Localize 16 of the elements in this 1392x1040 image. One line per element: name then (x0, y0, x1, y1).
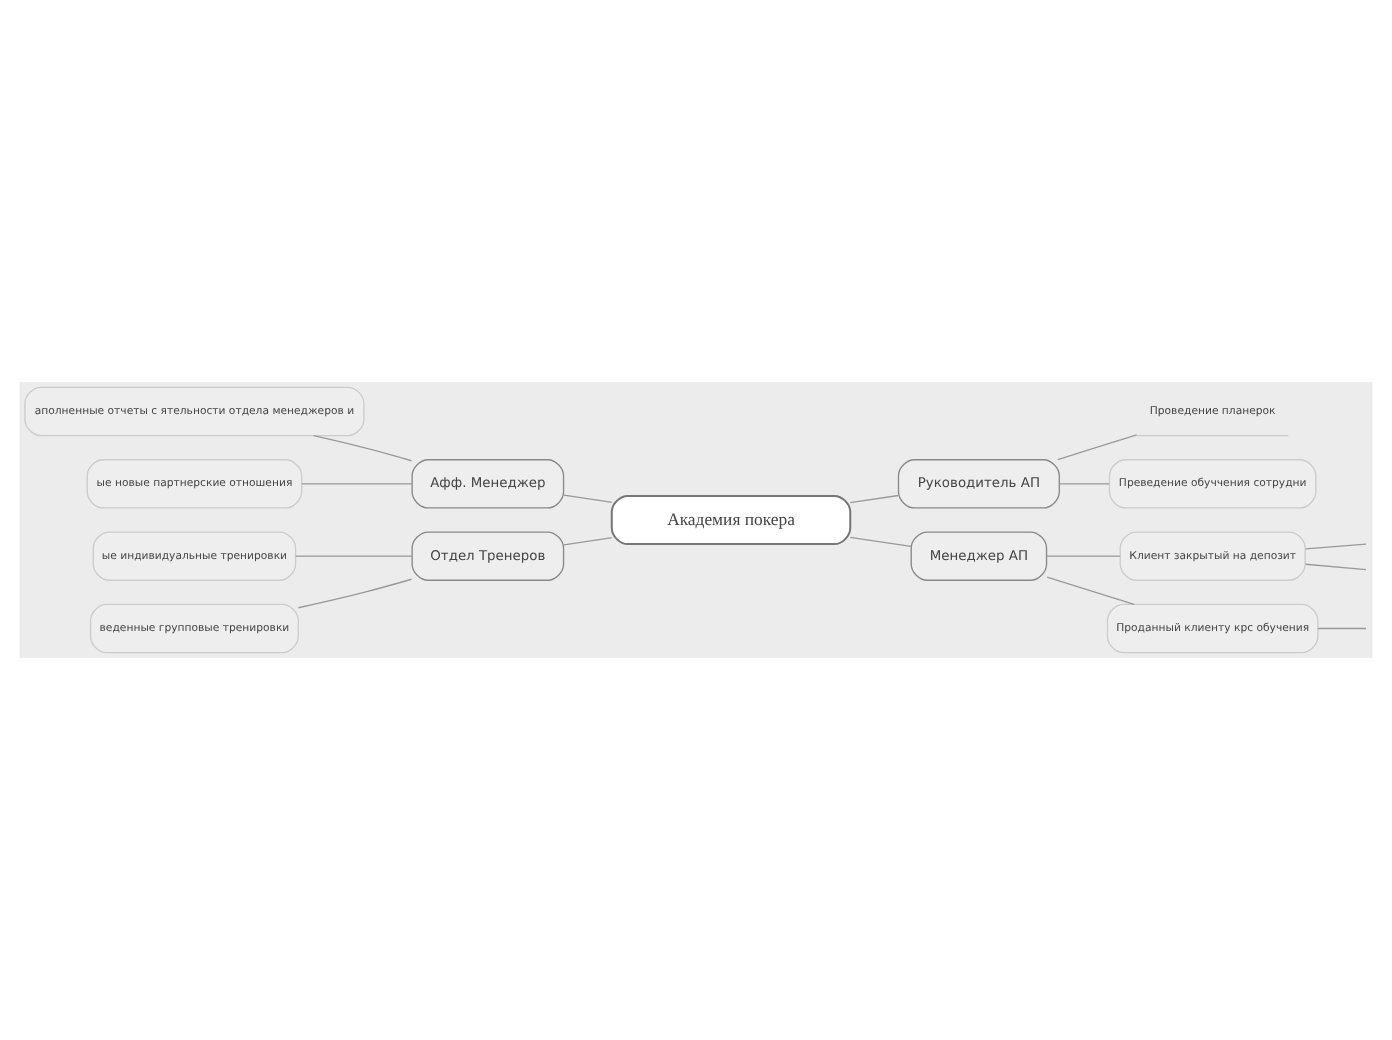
node-box: Академия покера (610, 494, 852, 546)
connector (1046, 576, 1135, 605)
connector (1317, 627, 1367, 630)
connector (1059, 483, 1110, 485)
connector (563, 494, 613, 503)
connector (1304, 543, 1367, 550)
connector (1304, 563, 1367, 571)
connector (295, 555, 413, 557)
connector (1057, 434, 1138, 461)
connector (297, 578, 413, 609)
connector (301, 483, 413, 485)
connector (1046, 555, 1121, 557)
connector (563, 537, 613, 546)
connector (312, 435, 413, 462)
connector (849, 536, 912, 547)
connector (849, 494, 900, 504)
